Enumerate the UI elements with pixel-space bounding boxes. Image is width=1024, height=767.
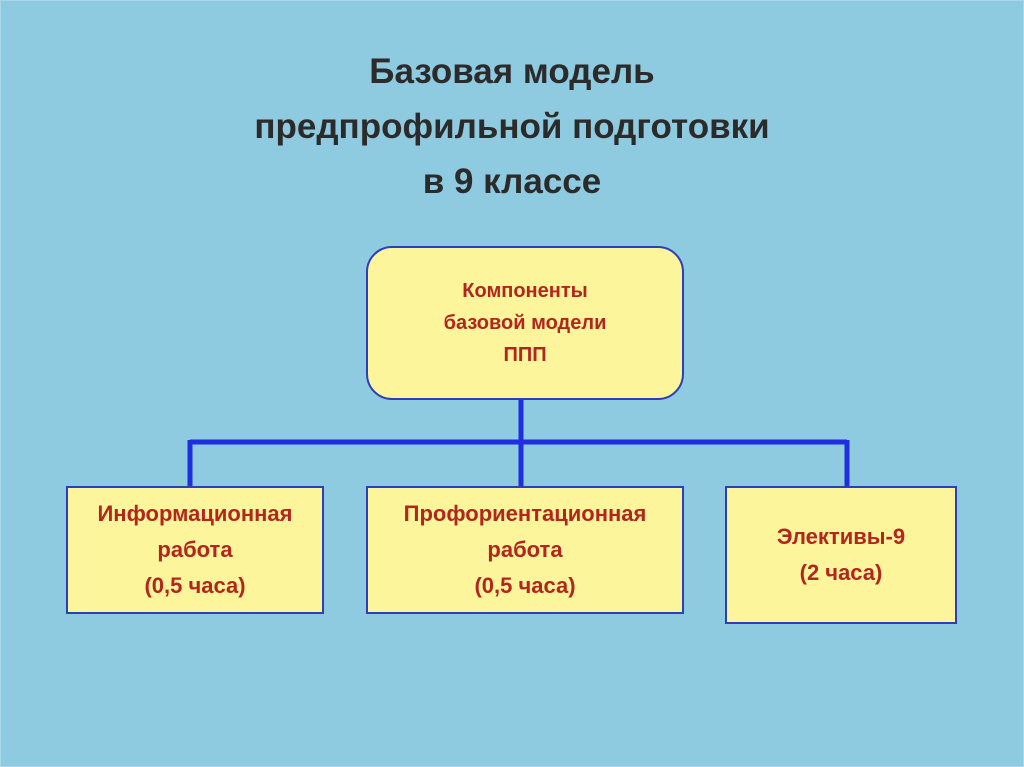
child-node-label: работа (487, 537, 563, 562)
slide-title: Базовая модель предпрофильной подготовки… (150, 44, 874, 209)
child-node-informational: Информационная работа (0,5 часа) (66, 486, 324, 614)
child-node-label: Информационная (97, 501, 293, 526)
title-line-1: Базовая модель (369, 52, 655, 91)
root-node-line-2: базовой модели (443, 312, 607, 334)
title-line-2: предпрофильной подготовки (254, 107, 770, 146)
root-node-line-1: Компоненты (462, 280, 588, 302)
root-node-line-3: ППП (503, 344, 547, 366)
child-node-label: Профориентационная (403, 501, 647, 526)
child-node-career-guidance: Профориентационная работа (0,5 часа) (366, 486, 684, 614)
child-node-label: работа (157, 537, 233, 562)
child-node-hours: (2 часа) (799, 560, 883, 585)
title-line-3: в 9 классе (422, 162, 602, 201)
child-node-electives: Элективы-9 (2 часа) (725, 486, 957, 624)
child-node-hours: (0,5 часа) (474, 573, 576, 598)
child-node-hours: (0,5 часа) (144, 573, 246, 598)
child-node-label: Элективы-9 (776, 524, 906, 549)
root-node-box: Компоненты базовой модели ППП (366, 246, 684, 400)
